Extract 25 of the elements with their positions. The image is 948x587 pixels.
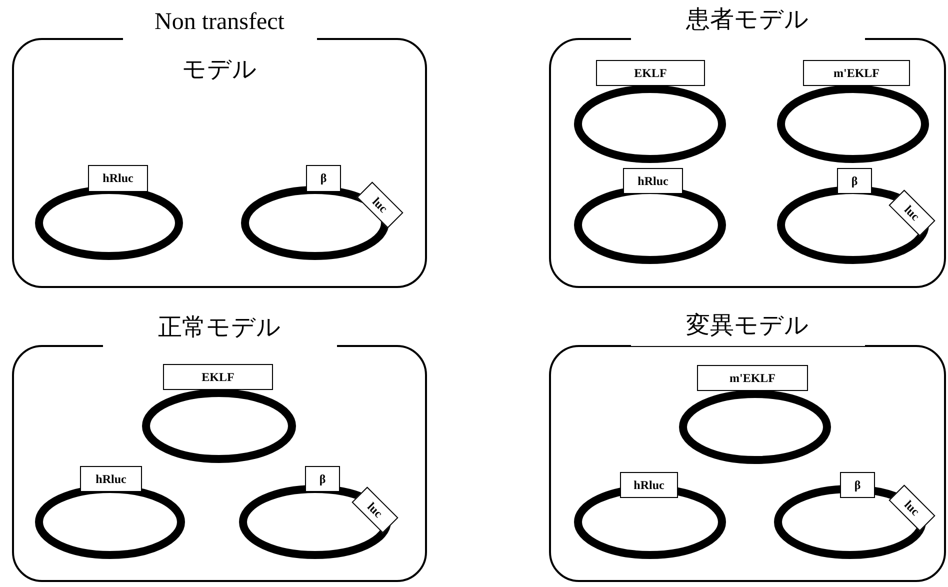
gene-label: luc: [888, 484, 936, 532]
plasmid-ring: [241, 186, 389, 260]
gene-label: EKLF: [163, 364, 273, 390]
gene-label: EKLF: [596, 60, 705, 86]
gene-label: hRluc: [620, 472, 678, 498]
plasmid-ring: [35, 485, 185, 559]
plasmid-ring: [35, 186, 183, 260]
plasmid-ring: [777, 85, 929, 163]
gene-label: β: [306, 165, 341, 192]
gene-label: β: [305, 466, 340, 492]
plasmid-ring: [679, 390, 831, 464]
gene-label: m'EKLF: [803, 60, 910, 86]
gene-label: luc: [356, 182, 404, 228]
gene-label: β: [837, 168, 872, 194]
plasmid-ring: [142, 389, 296, 463]
gene-label: m'EKLF: [697, 365, 808, 391]
gene-label: luc: [888, 190, 936, 236]
gene-label: hRluc: [80, 466, 142, 492]
plasmid-ring: [574, 85, 726, 163]
gene-label: luc: [352, 486, 398, 534]
gene-label: hRluc: [88, 165, 148, 192]
plasmid-ring: [239, 485, 391, 559]
gene-label: hRluc: [623, 168, 683, 194]
plasmid-ring: [574, 186, 726, 264]
gene-label: β: [840, 472, 875, 498]
